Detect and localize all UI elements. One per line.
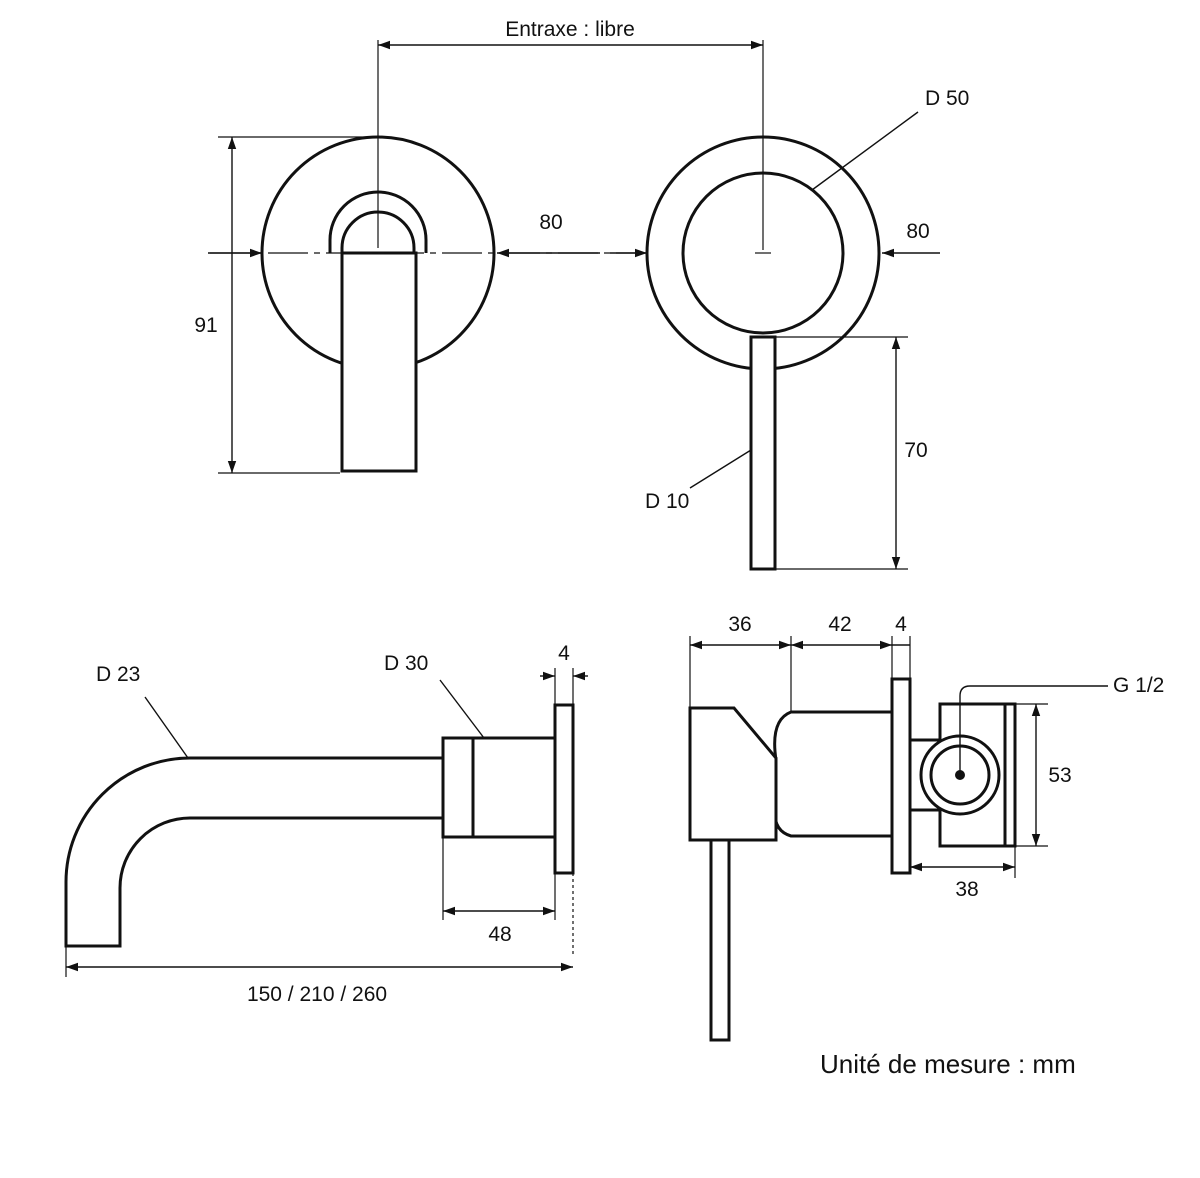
g12-callout: G 1/2 — [959, 674, 1164, 775]
mixer-depth-dimensions: 36 42 4 — [689, 613, 911, 712]
dim-53-label: 53 — [1048, 764, 1071, 787]
d23-callout: D 23 — [96, 663, 189, 759]
d23-label: D 23 — [96, 663, 140, 686]
spout-base — [471, 736, 557, 839]
mixer-lever-side — [709, 838, 731, 1042]
dim-38-label: 38 — [955, 878, 978, 901]
mixer-cartridge-body — [773, 710, 894, 838]
mixer-handle-side — [688, 706, 778, 842]
entraxe-dimension: Entraxe : libre — [378, 18, 763, 50]
dim-91-label: 91 — [194, 314, 217, 337]
dim-4-right-label: 4 — [895, 613, 907, 636]
base-48-dimension: 48 — [442, 837, 556, 946]
d50-label: D 50 — [925, 87, 969, 110]
dim-48-label: 48 — [488, 923, 511, 946]
mixer-valve-cap — [1003, 702, 1017, 848]
mixer-lever — [749, 335, 777, 571]
d30-callout: D 30 — [384, 652, 485, 739]
dim-36-label: 36 — [728, 613, 751, 636]
spout-length-dimension: 150 / 210 / 260 — [65, 946, 573, 1006]
dim-70-label: 70 — [904, 439, 927, 462]
valve-38-dimension: 38 — [910, 846, 1016, 901]
dim-4-left-label: 4 — [558, 642, 570, 665]
unit-note: Unité de mesure : mm — [820, 1049, 1076, 1079]
spout-body-front — [340, 251, 418, 473]
d10-label: D 10 — [645, 490, 689, 513]
height-91-dimension: 91 — [194, 136, 378, 474]
plate-80-dimension-right: 80 — [882, 220, 940, 258]
entraxe-label: Entraxe : libre — [505, 18, 635, 41]
dim-42-label: 42 — [828, 613, 851, 636]
side-view-mixer — [688, 677, 1017, 1042]
valve-53-dimension: 53 — [1005, 703, 1072, 847]
dim-80-right-label: 80 — [906, 220, 929, 243]
front-view-spout — [210, 40, 640, 473]
g12-label: G 1/2 — [1113, 674, 1164, 697]
side-view-spout — [64, 703, 575, 955]
spout-ring — [441, 736, 475, 839]
rosette-4-dimension-left: 4 — [540, 642, 588, 705]
dim-80-left-label: 80 — [539, 211, 562, 234]
d50-callout: D 50 — [811, 87, 969, 191]
spout-tube — [64, 756, 443, 948]
mixer-rosette — [890, 677, 912, 875]
height-70-dimension: 70 — [775, 336, 928, 570]
d30-label: D 30 — [384, 652, 428, 675]
spout-rosette — [553, 703, 575, 875]
d10-callout: D 10 — [645, 449, 752, 513]
dim-spout-length-label: 150 / 210 / 260 — [247, 983, 387, 1006]
